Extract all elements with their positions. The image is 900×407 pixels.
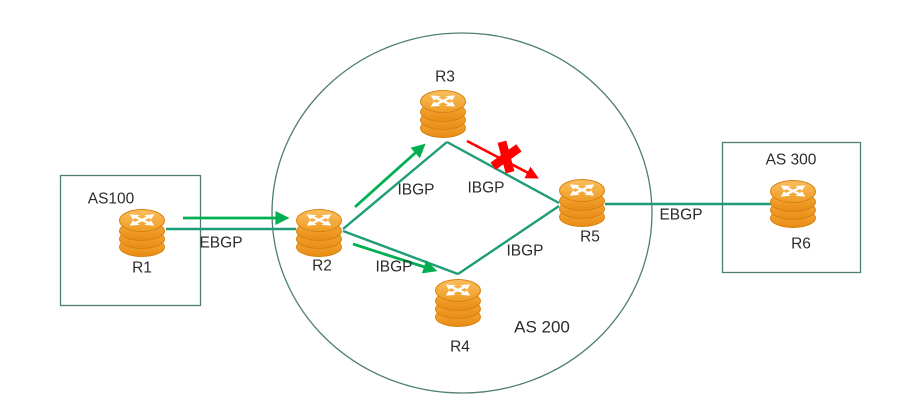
- router-r2-label: R2: [312, 257, 332, 275]
- link-r2-r4: [342, 229, 459, 276]
- as100-label: AS100: [87, 190, 135, 208]
- link-r4-r5: [457, 205, 560, 275]
- link-label-ibgp-r2-r3: IBGP: [397, 181, 435, 199]
- router-r6-label: R6: [791, 235, 811, 253]
- router-r1-icon: [117, 206, 167, 258]
- link-label-ebgp-r5-r6: EBGP: [659, 206, 703, 224]
- link-label-ibgp-r4-r5: IBGP: [506, 242, 544, 260]
- link-r2-r3: [342, 141, 448, 230]
- link-label-ibgp-r3-r5: IBGP: [467, 179, 505, 197]
- as200-boundary-circle: [271, 32, 653, 394]
- route-flow-arrow-r2-r4: [352, 242, 438, 274]
- route-flow-arrow-r2-r3: [354, 143, 426, 209]
- as300-label: AS 300: [765, 151, 817, 169]
- router-r4-icon: [433, 276, 483, 328]
- link-label-ibgp-r2-r4: IBGP: [375, 258, 413, 276]
- router-r5-label: R5: [580, 228, 600, 246]
- red-x-icon: [490, 140, 522, 174]
- router-r5-icon: [557, 176, 607, 228]
- router-r3-icon: [418, 87, 468, 139]
- router-r4-label: R4: [450, 338, 470, 356]
- as100-boundary-box: [59, 174, 202, 307]
- as300-boundary-box: [721, 141, 862, 274]
- router-r6-icon: [768, 177, 818, 229]
- router-r3-label: R3: [435, 68, 455, 86]
- link-r3-r5: [446, 140, 560, 205]
- link-label-ebgp-r1-r2: EBGP: [199, 234, 243, 252]
- as200-label: AS 200: [514, 317, 570, 337]
- router-r2-icon: [294, 206, 344, 258]
- router-r1-label: R1: [132, 259, 152, 277]
